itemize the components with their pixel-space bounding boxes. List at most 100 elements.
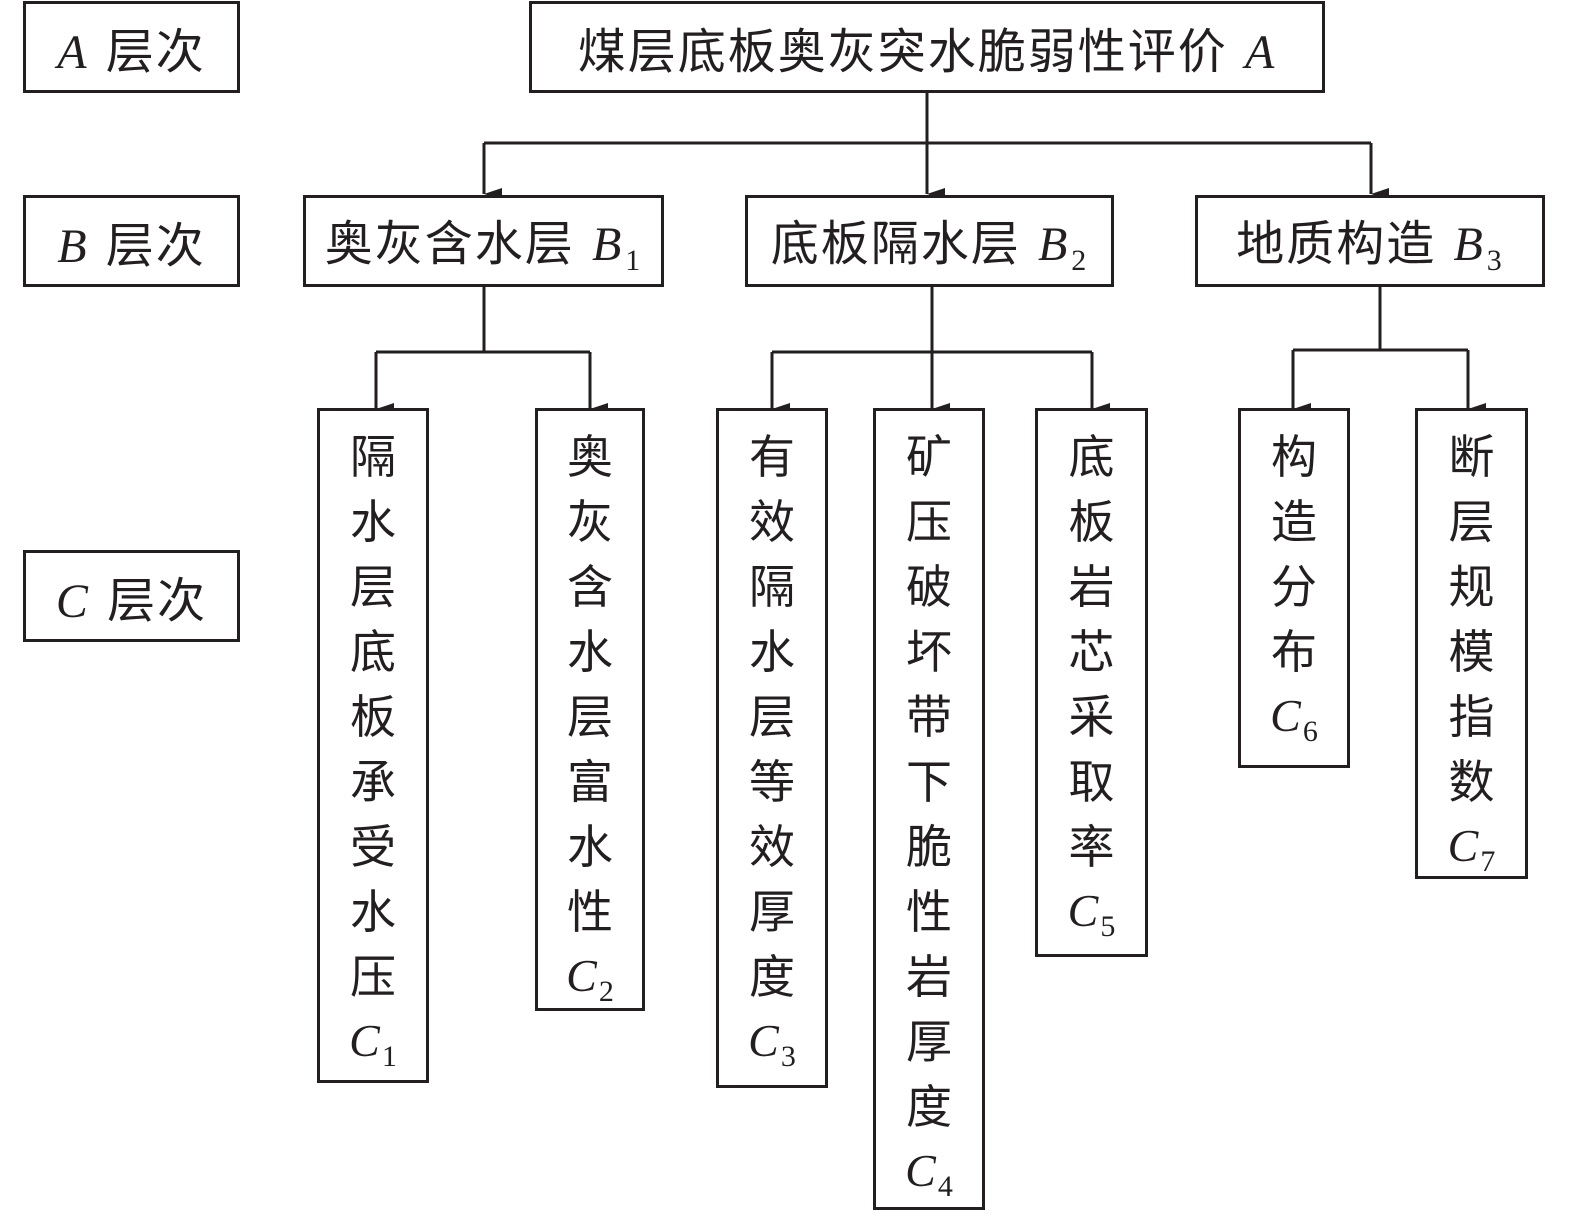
root-code: A (1244, 26, 1277, 79)
criterion-text: 底板隔水层 (770, 216, 1021, 272)
indicator-code: C1 (349, 1010, 397, 1087)
indicator-char: 厚 (906, 1015, 952, 1069)
indicator-char: 等 (749, 755, 795, 809)
indicator-char: 水 (350, 885, 396, 939)
indicator-char: 水 (567, 625, 613, 679)
criterion-sub: 3 (1486, 244, 1504, 277)
criterion-text: 地质构造 (1236, 216, 1437, 272)
level-label-a: A 层次 (23, 1, 240, 93)
indicator-char: 采 (1068, 690, 1115, 744)
level-suffix: 层次 (105, 218, 206, 274)
indicator-char: 矿 (906, 430, 952, 484)
indicator-code-sub: 7 (1480, 845, 1496, 878)
indicator-char: 破 (906, 560, 952, 614)
criterion-code: B (1037, 218, 1070, 271)
indicator-code-letter: C (905, 1145, 936, 1196)
indicator-code-sub: 1 (381, 1040, 397, 1073)
indicator-char: 性 (567, 885, 613, 939)
indicator-code: C6 (1270, 685, 1318, 762)
indicator-code-letter: C (748, 1015, 779, 1066)
indicator-char: 断 (1448, 430, 1495, 484)
criterion-sub: 1 (625, 244, 643, 277)
criterion-code: B (591, 218, 624, 271)
indicator-code-letter: C (349, 1015, 380, 1066)
indicator-char: 规 (1448, 560, 1495, 614)
indicator-char: 取 (1068, 755, 1115, 809)
criterion-text: 奥灰含水层 (324, 216, 575, 272)
indicator-char: 厚 (749, 885, 795, 939)
indicator-char: 底 (1068, 430, 1115, 484)
level-letter: A (57, 26, 89, 79)
criterion-sub: 2 (1071, 244, 1089, 277)
indicator-char: 芯 (1068, 625, 1115, 679)
indicator-char: 水 (350, 495, 396, 549)
indicator-char: 率 (1068, 820, 1115, 874)
indicator-char: 岩 (906, 950, 952, 1004)
indicator-char: 带 (906, 690, 952, 744)
indicator-code-sub: 6 (1302, 715, 1318, 748)
criterion-node-b3: 地质构造 B3 (1195, 195, 1545, 287)
indicator-code: C4 (905, 1140, 953, 1217)
indicator-code: C3 (748, 1010, 796, 1087)
indicator-char: 层 (567, 690, 613, 744)
indicator-code-sub: 5 (1100, 910, 1116, 943)
indicator-char: 度 (906, 1080, 952, 1134)
indicator-char: 层 (350, 560, 396, 614)
indicator-char: 板 (350, 690, 396, 744)
indicator-char: 水 (567, 820, 613, 874)
indicator-char: 富 (567, 755, 613, 809)
indicator-char: 层 (749, 690, 795, 744)
indicator-char: 压 (906, 495, 952, 549)
indicator-code-letter: C (1067, 885, 1099, 936)
indicator-code-letter: C (1447, 820, 1479, 871)
indicator-char: 奥 (567, 430, 613, 484)
indicator-char: 脆 (906, 820, 952, 874)
indicator-char: 效 (749, 495, 795, 549)
indicator-code: C7 (1448, 815, 1496, 892)
indicator-char: 模 (1448, 625, 1495, 679)
indicator-code: C2 (566, 945, 614, 1022)
indicator-code-sub: 3 (780, 1040, 796, 1073)
indicator-char: 造 (1271, 495, 1317, 549)
criterion-node-b2: 底板隔水层 B2 (745, 195, 1114, 287)
indicator-char: 下 (906, 755, 952, 809)
indicator-char: 性 (906, 885, 952, 939)
indicator-char: 指 (1448, 690, 1495, 744)
criterion-node-b1: 奥灰含水层 B1 (303, 195, 664, 287)
indicator-char: 水 (749, 625, 795, 679)
indicator-char: 有 (749, 430, 795, 484)
criterion-code: B (1453, 218, 1485, 271)
indicator-char: 层 (1448, 495, 1495, 549)
level-suffix: 层次 (107, 573, 208, 629)
indicator-char: 含 (567, 560, 613, 614)
indicator-char: 分 (1271, 560, 1317, 614)
indicator-char: 压 (350, 950, 396, 1004)
indicator-char: 构 (1271, 430, 1317, 484)
indicator-char: 承 (350, 755, 396, 809)
indicator-char: 岩 (1068, 560, 1115, 614)
indicator-char: 隔 (350, 430, 396, 484)
indicator-char: 布 (1271, 625, 1317, 679)
indicator-char: 灰 (567, 495, 613, 549)
indicator-char: 板 (1068, 495, 1115, 549)
indicator-char: 坏 (906, 625, 952, 679)
indicator-code-sub: 2 (598, 975, 614, 1008)
indicator-code-letter: C (566, 950, 597, 1001)
level-letter: C (55, 575, 90, 628)
indicator-code-letter: C (1270, 690, 1301, 741)
root-text: 煤层底板奥灰突水脆弱性评价 (577, 24, 1228, 80)
level-label-b: B 层次 (23, 195, 240, 287)
indicator-char: 底 (350, 625, 396, 679)
indicator-char: 受 (350, 820, 396, 874)
indicator-code: C5 (1068, 880, 1116, 957)
indicator-char: 数 (1448, 755, 1495, 809)
indicator-code-sub: 4 (937, 1170, 953, 1203)
